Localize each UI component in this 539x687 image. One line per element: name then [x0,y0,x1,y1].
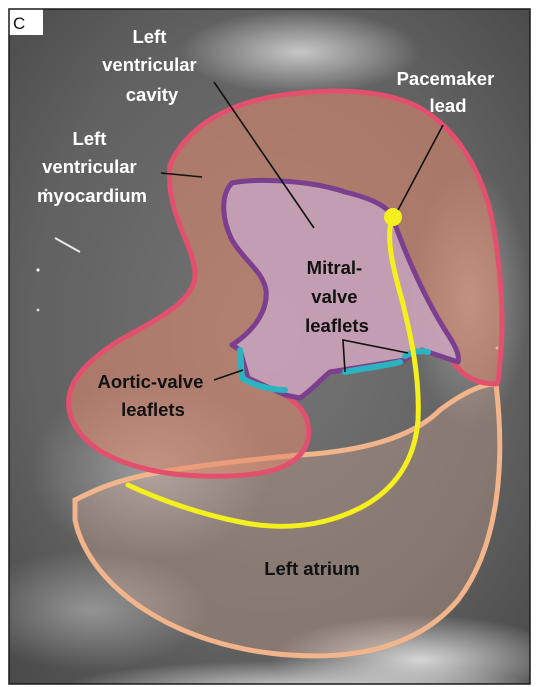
label-lv-cavity-line-2: ventricular [102,54,197,75]
panel-letter-tab: C [9,9,43,35]
label-lv-myocardium-line-3: myocardium [37,185,147,206]
pacemaker-lead-tip [384,208,402,226]
label-aortic-valve-line-1: Aortic-valve [97,371,203,392]
label-pacemaker-lead-line-2: lead [429,95,466,116]
label-left-atrium: Left atrium [264,558,360,579]
label-lv-cavity-line-1: Left [132,26,166,47]
label-mitral-valve-line-1: Mitral- [307,257,363,278]
label-mitral-valve: Mitral- valve leaflets [305,257,369,336]
label-lv-myocardium-line-1: Left [72,128,106,149]
panel-letter: C [13,14,25,33]
label-left-atrium-line-1: Left atrium [264,558,360,579]
label-pacemaker-lead-line-1: Pacemaker [397,68,495,89]
label-lv-cavity-line-3: cavity [126,84,179,105]
label-mitral-valve-line-3: leaflets [305,315,369,336]
label-lv-myocardium-line-2: ventricular [42,156,137,177]
label-mitral-valve-line-2: valve [311,286,357,307]
label-aortic-valve-line-2: leaflets [121,399,185,420]
